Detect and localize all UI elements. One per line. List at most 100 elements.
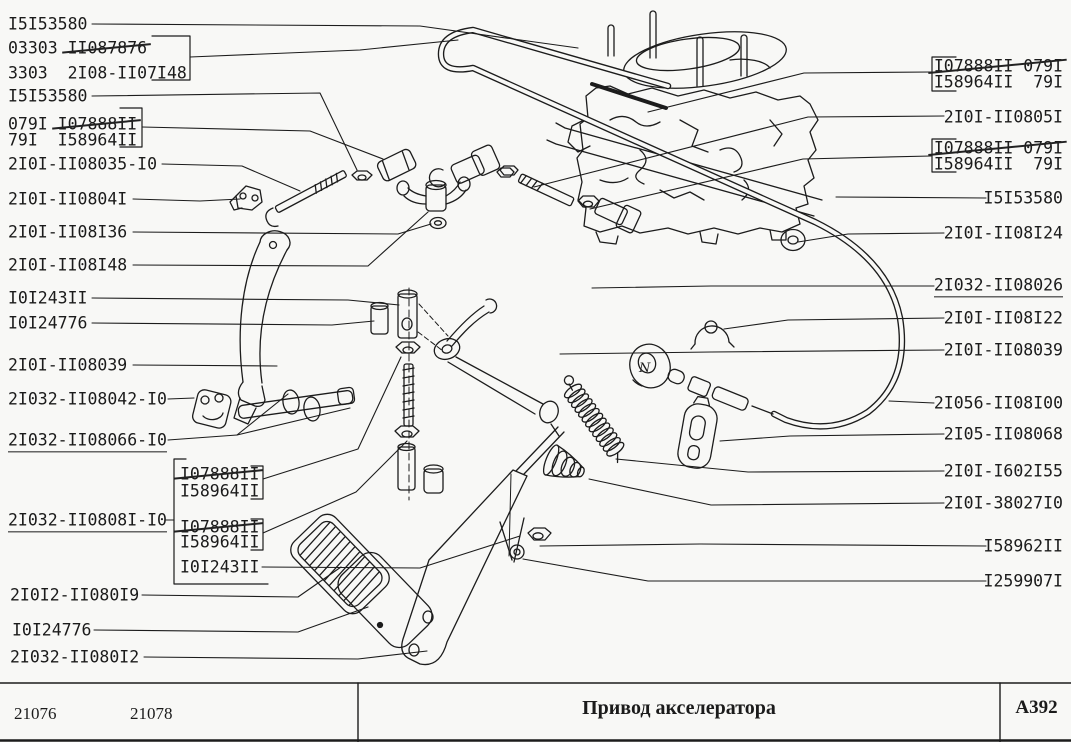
rubber-boot-drawing [542, 444, 585, 478]
part-label: 2I0I-II08I22 [944, 309, 1063, 326]
part-label: 2I0I-II0805I [944, 108, 1063, 125]
part-number: 2I0I-II08035-I0 [8, 154, 158, 174]
part-number: I58964II [180, 481, 260, 501]
part-label: I259907I [984, 572, 1063, 589]
part-label: 079I I07888II [8, 114, 138, 134]
part-number: 03303 [8, 38, 68, 58]
label-brackets [119, 35, 957, 585]
model-code-21076: 21076 [14, 704, 57, 723]
part-number: 2I0I-II08039 [8, 355, 128, 375]
part-label: I58962II [984, 537, 1063, 554]
part-number: I0I243II [180, 557, 260, 577]
footer-rules [0, 682, 1071, 742]
small-parts-row-drawing [229, 144, 642, 234]
part-number: 2I05-II08068 [943, 424, 1063, 444]
part-number: I5I53580 [8, 14, 88, 34]
part-number: I5I53580 [983, 188, 1063, 208]
leader-lines [91, 23, 987, 660]
part-label: 2I0I-II08I48 [8, 256, 127, 273]
superseded-part-number: I07888II [57, 114, 138, 134]
part-label: 2I0I-38027I0 [944, 494, 1063, 511]
part-number: 2I0I-II08039 [943, 340, 1063, 360]
part-number: I5I53580 [8, 86, 88, 106]
part-label: 2I032-II080I2 [10, 648, 139, 665]
part-label: I07888II [180, 464, 260, 484]
part-label: I58964II [180, 482, 259, 499]
part-number: I259907I [983, 571, 1063, 591]
clip-drawing [690, 320, 735, 350]
superseded-part-number: I07888II [180, 464, 260, 484]
part-label: 2I0I2-II080I9 [10, 586, 139, 603]
part-number: 2I032-II080I2 [10, 647, 140, 667]
part-number: 3303 2I08-II07I48 [8, 63, 187, 83]
part-number: I58964II 79I [933, 72, 1063, 92]
pedal-pad-ribbed-drawing [290, 513, 390, 615]
part-label: 2I032-II08026 [933, 275, 1063, 298]
part-label: I5I53580 [8, 87, 87, 104]
part-number: 2I0I2-II080I9 [10, 585, 140, 605]
part-label: 2I0I-II08I24 [944, 224, 1063, 241]
part-number: 2I0I-II08I36 [8, 222, 128, 242]
grommet-drawing [780, 228, 806, 252]
part-label: I07888II [180, 517, 260, 537]
part-number: 2I0I-II0804I [8, 189, 128, 209]
part-label: I5I53580 [8, 15, 87, 32]
pedal-arm-strip-drawing [401, 426, 565, 666]
part-number: 79I I58964II [8, 130, 138, 150]
assembly-part-number: 2I032-II0808I-I0 [8, 510, 167, 533]
part-label: I58964II [180, 533, 259, 550]
part-label: I0I243II [180, 558, 259, 575]
part-label: I0I243II [8, 289, 87, 306]
part-number: 2I0I-II08I48 [8, 255, 128, 275]
pedal-lever-drawing [191, 230, 356, 429]
part-label: 2I032-II08042-I0 [8, 390, 167, 407]
pedal-cover-drawing [337, 551, 433, 649]
part-number: 2I0I-II0805I [943, 107, 1063, 127]
part-label: I58964II 79I [934, 155, 1063, 172]
part-label: I0I24776 [12, 621, 91, 638]
part-label: 2I0I-I602I55 [944, 462, 1063, 479]
part-number: I58964II [180, 532, 260, 552]
part-number: 2I0I-II08I22 [943, 308, 1063, 328]
part-number: I58964II 79I [933, 154, 1063, 174]
superseded-part-number: II087876 [67, 38, 148, 58]
part-number: I0I24776 [8, 313, 88, 333]
sheet-title: Привод акселератора [582, 697, 776, 719]
part-label: 2I0I-II08039 [8, 356, 127, 373]
superseded-part-number: I07888II 079I [933, 138, 1063, 158]
part-label: I5I53580 [984, 189, 1063, 206]
part-number: 2I0I-II08I24 [943, 223, 1063, 243]
part-number: I58962II [983, 536, 1063, 556]
part-label: 2I0I-II0804I [8, 190, 127, 207]
model-code-21078: 21078 [130, 704, 173, 723]
superseded-part-number: I07888II [180, 517, 260, 537]
part-label: 79I I58964II [8, 131, 137, 148]
part-label: 3303 2I08-II07I48 [8, 64, 187, 81]
part-number: 079I [8, 114, 58, 134]
part-label: I07888II 079I [933, 56, 1063, 76]
accelerator-cable-drawing: N [437, 26, 906, 430]
seal-mark-letter: N [638, 361, 651, 376]
part-label: 2I0I-II08I36 [8, 223, 127, 240]
part-label: 2I032-II0808I-I0 [8, 510, 167, 533]
part-number: I0I24776 [12, 620, 92, 640]
part-number: 2I056-II08I00 [933, 393, 1063, 413]
assembly-part-number: 2I032-II08026 [933, 275, 1063, 298]
linkage-column-drawing [370, 287, 449, 501]
sheet-page-code: A392 [1015, 697, 1058, 718]
superseded-part-number: I07888II 079I [933, 56, 1063, 76]
relay-lever-drawing [433, 298, 560, 437]
part-number: 2I032-II08042-I0 [8, 389, 167, 409]
part-label: I58964II 79I [934, 73, 1063, 90]
part-label: 2I032-II08066-I0 [8, 430, 167, 453]
part-label: 2I05-II08068 [944, 425, 1063, 442]
part-label: I0I24776 [8, 314, 87, 331]
assembly-part-number: 2I032-II08066-I0 [8, 430, 167, 453]
return-spring-drawing [563, 375, 625, 464]
part-label: 03303 II087876 [8, 38, 148, 58]
part-label: 2I0I-II08035-I0 [8, 155, 157, 172]
part-label: I07888II 079I [933, 138, 1063, 158]
part-number: 2I0I-38027I0 [943, 493, 1063, 513]
